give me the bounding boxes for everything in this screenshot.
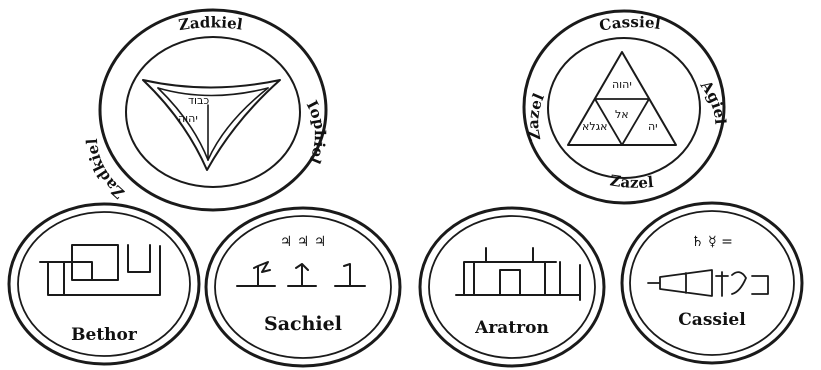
jupiter-seal: Zadkiel Zadkiel Iophiel כבוד יהוה bbox=[83, 10, 329, 210]
saturn-ring-top-name: Cassiel bbox=[598, 13, 662, 35]
bethor-label: Bethor bbox=[71, 325, 138, 345]
saturn-triangle-center-word: אל bbox=[615, 108, 629, 121]
saturn-ring-left-name: Zazel bbox=[524, 90, 548, 142]
cassiel-label: Cassiel bbox=[678, 310, 746, 330]
saturn-ring-bottom-name: Zazel bbox=[609, 171, 655, 191]
jupiter-ring-top-name: Zadkiel bbox=[177, 13, 244, 34]
cassiel-planet-signs: ♄ ☿ = bbox=[691, 234, 733, 250]
sachiel-sigil: ♃ ♃ ♃ Sachiel bbox=[206, 208, 400, 366]
aratron-label: Aratron bbox=[474, 318, 549, 338]
saturn-triangle-left-word: אגלא bbox=[582, 120, 608, 133]
saturn-triangle-right-word: יה bbox=[648, 120, 658, 133]
bethor-sigil: Bethor bbox=[9, 204, 199, 364]
saturn-seal: Cassiel Agiel Zazel Zazel יהוה אל אגלא י… bbox=[524, 11, 729, 203]
saturn-triangle-top-word: יהוה bbox=[612, 78, 632, 91]
jupiter-center-top-word: כבוד bbox=[188, 94, 209, 107]
cassiel-sigil: ♄ ☿ = Cassiel bbox=[622, 203, 802, 363]
jupiter-center-mid-word: יהוה bbox=[178, 112, 198, 125]
aratron-sigil: Aratron bbox=[420, 208, 604, 366]
sachiel-planet-signs: ♃ ♃ ♃ bbox=[280, 234, 327, 250]
sachiel-label: Sachiel bbox=[264, 313, 342, 335]
